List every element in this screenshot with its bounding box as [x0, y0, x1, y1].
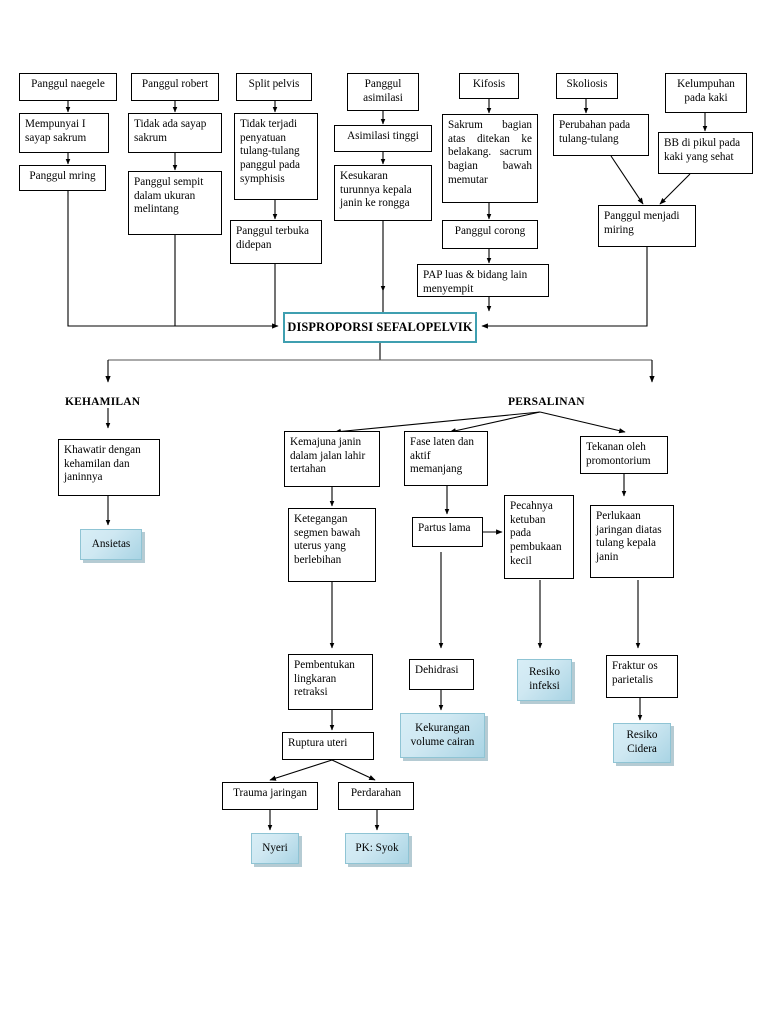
node-perlukaan-jaringan-tulang-kepala[interactable]: Perlukaan jaringan diatas tulang kepala …: [590, 505, 674, 578]
branch-label-persalinan: PERSALINAN: [508, 396, 585, 408]
outcome-pk-syok[interactable]: PK: Syok: [345, 833, 409, 864]
node-fraktur-os-parietalis[interactable]: Fraktur os parietalis: [606, 655, 678, 698]
node-panggul-menjadi-miring[interactable]: Panggul menjadi miring: [598, 205, 696, 247]
node-fase-laten-aktif-memanjang[interactable]: Fase laten dan aktif memanjang: [404, 431, 488, 486]
node-asimilasi-tinggi[interactable]: Asimilasi tinggi: [334, 125, 432, 152]
root-label: DISPROPORSI SEFALOPELVIK: [287, 320, 473, 334]
outcome-ansietas[interactable]: Ansietas: [80, 529, 142, 560]
outcome-kekurangan-volume-cairan[interactable]: Kekurangan volume cairan: [400, 713, 485, 758]
node-bb-dipikul-kaki-sehat[interactable]: BB di pikul pada kaki yang sehat: [658, 132, 753, 174]
node-sakrum-bagian-atas[interactable]: Sakrum bagian atas ditekan ke belakang. …: [442, 114, 538, 203]
node-kelumpuhan-pada-kaki[interactable]: Kelumpuhan pada kaki: [665, 73, 747, 113]
outcome-resiko-infeksi[interactable]: Resiko infeksi: [517, 659, 572, 701]
node-panggul-corong[interactable]: Panggul corong: [442, 220, 538, 249]
node-partus-lama[interactable]: Partus lama: [412, 517, 483, 547]
outcome-nyeri[interactable]: Nyeri: [251, 833, 299, 864]
node-kesukaran-turunnya-kepala[interactable]: Kesukaran turunnya kepala janin ke rongg…: [334, 165, 432, 221]
root-node-disproporsi-sefalopelvik[interactable]: DISPROPORSI SEFALOPELVIK: [283, 312, 477, 343]
node-panggul-naegele[interactable]: Panggul naegele: [19, 73, 117, 101]
node-split-pelvis[interactable]: Split pelvis: [236, 73, 312, 101]
node-mempunyai-sayap-sakrum[interactable]: Mempunyai I sayap sakrum: [19, 113, 109, 153]
node-ruptura-uteri[interactable]: Ruptura uteri: [282, 732, 374, 760]
node-panggul-terbuka-didepan[interactable]: Panggul terbuka didepan: [230, 220, 322, 264]
node-tidak-terjadi-penyatuan[interactable]: Tidak terjadi penyatuan tulang-tulang pa…: [234, 113, 318, 200]
branch-label-kehamilan: KEHAMILAN: [65, 396, 141, 408]
node-panggul-asimilasi[interactable]: Panggul asimilasi: [347, 73, 419, 111]
node-pembentukan-lingkaran-retraksi[interactable]: Pembentukan lingkaran retraksi: [288, 654, 373, 710]
node-pap-luas-bidang-menyempit[interactable]: PAP luas & bidang lain menyempit: [417, 264, 549, 297]
outcome-resiko-cidera[interactable]: Resiko Cidera: [613, 723, 671, 763]
node-pecahnya-ketuban-pembukaan-kecil[interactable]: Pecahnya ketuban pada pembukaan kecil: [504, 495, 574, 579]
node-panggul-robert[interactable]: Panggul robert: [131, 73, 219, 101]
node-perubahan-pada-tulang[interactable]: Perubahan pada tulang-tulang: [553, 114, 649, 156]
node-perdarahan[interactable]: Perdarahan: [338, 782, 414, 810]
node-trauma-jaringan[interactable]: Trauma jaringan: [222, 782, 318, 810]
node-tekanan-oleh-promontorium[interactable]: Tekanan oleh promontorium: [580, 436, 668, 474]
node-kifosis[interactable]: Kifosis: [459, 73, 519, 99]
node-ketegangan-segmen-bawah-uterus[interactable]: Ketegangan segmen bawah uterus yang berl…: [288, 508, 376, 582]
node-panggul-mring[interactable]: Panggul mring: [19, 165, 106, 191]
node-panggul-sempit-melintang[interactable]: Panggul sempit dalam ukuran melintang: [128, 171, 222, 235]
node-kemajuan-janin-tertahan[interactable]: Kemajuna janin dalam jalan lahir tertaha…: [284, 431, 380, 487]
node-khawatir-kehamilan-janin[interactable]: Khawatir dengan kehamilan dan janinnya: [58, 439, 160, 496]
node-skoliosis[interactable]: Skoliosis: [556, 73, 618, 99]
node-dehidrasi[interactable]: Dehidrasi: [409, 659, 474, 690]
node-tidak-ada-sayap-sakrum[interactable]: Tidak ada sayap sakrum: [128, 113, 222, 153]
